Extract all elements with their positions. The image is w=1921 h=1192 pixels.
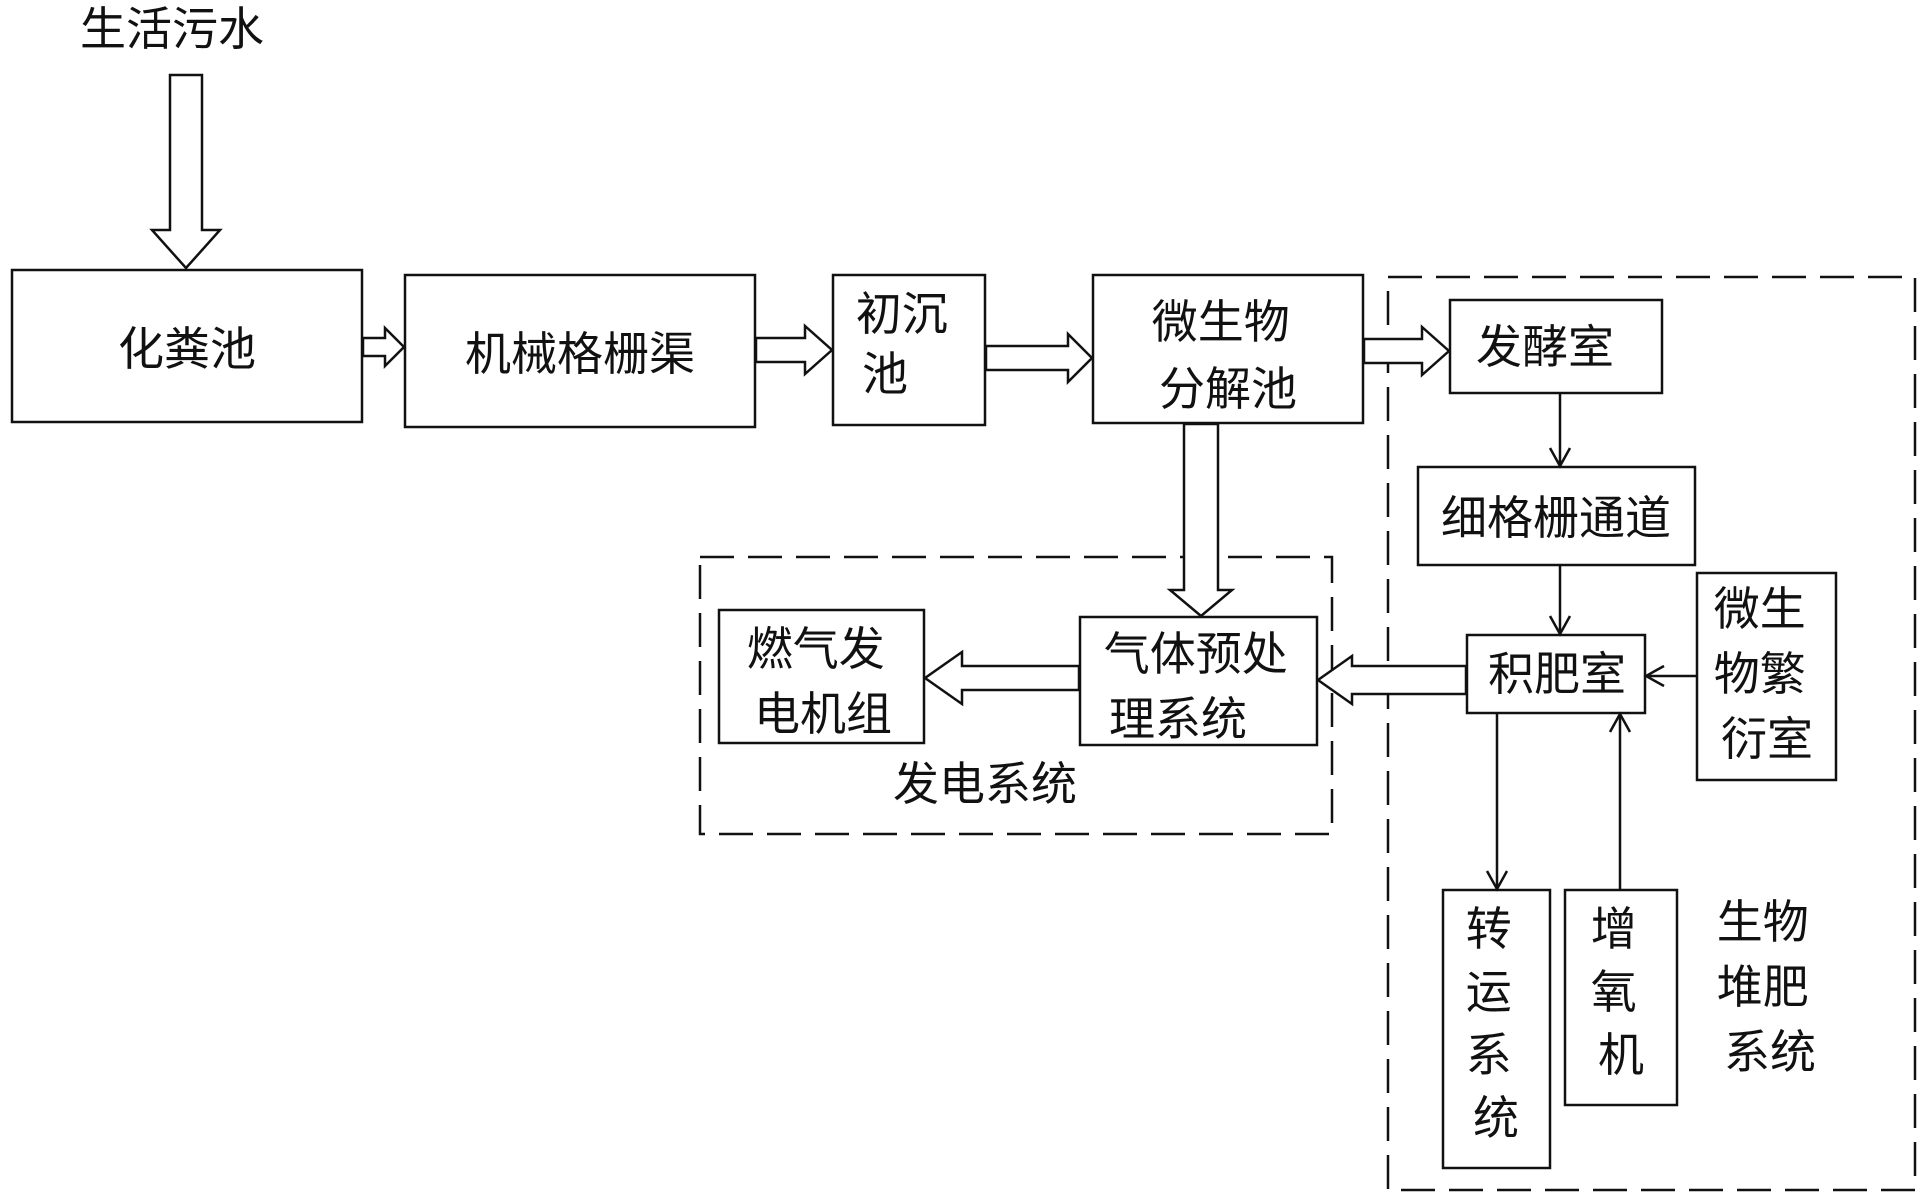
- mech-grille-box: 机械格栅渠: [403, 273, 757, 429]
- compost-system-line-2: 堆肥: [1717, 960, 1809, 1014]
- svg-text:转 运 系 统: 转 运 系 统: [1466, 902, 1527, 1145]
- ferment-room-label: 发酵室: [1476, 320, 1614, 374]
- arrow-settling-to-microbe: [984, 330, 1094, 386]
- gas-pretreat-line-1: 气体预处: [1104, 627, 1288, 681]
- arrow-microbe-to-pretreat: [1166, 422, 1236, 618]
- arrow-finegrille-to-compost: [1548, 566, 1572, 637]
- svg-text:微生物 分解池: 微生物 分解池: [1152, 295, 1305, 416]
- fine-grille-box: 细格栅通道: [1416, 465, 1697, 567]
- transport-line-2: 运: [1466, 965, 1512, 1019]
- mech-grille-label: 机械格栅渠: [465, 327, 695, 381]
- compost-system-line-3: 系统: [1724, 1025, 1816, 1079]
- svg-text:增 氧 机: 增 氧 机: [1591, 902, 1652, 1082]
- svg-text:燃气发 电机组: 燃气发 电机组: [747, 622, 900, 741]
- aerator-line-1: 增: [1591, 902, 1637, 956]
- arrow-compost-to-pretreat: [1315, 653, 1468, 707]
- transport-box: 转 运 系 统: [1441, 888, 1552, 1170]
- svg-text:气体预处 理系统: 气体预处 理系统: [1104, 627, 1303, 746]
- transport-line-1: 转: [1466, 902, 1512, 956]
- fine-grille-label: 细格栅通道: [1441, 491, 1671, 545]
- gas-generator-box: 燃气发 电机组: [717, 608, 926, 745]
- primary-settling-box: 初沉 池: [831, 273, 987, 427]
- primary-settling-line-2: 池: [862, 347, 908, 401]
- arrow-septic-to-grille: [361, 324, 406, 370]
- microbe-breed-line-1: 微生: [1714, 582, 1806, 636]
- ferment-room-box: 发酵室: [1448, 298, 1664, 395]
- aerator-line-2: 氧: [1591, 965, 1637, 1019]
- arrow-pretreat-to-generator: [922, 649, 1081, 707]
- gas-generator-line-1: 燃气发: [747, 622, 885, 676]
- septic-tank-box: 化粪池: [10, 268, 364, 424]
- svg-text:化粪池: 化粪池: [118, 322, 256, 376]
- compost-system-group: [1386, 275, 1917, 1192]
- svg-text:积肥室: 积肥室: [1488, 647, 1626, 701]
- microbe-tank-line-2: 分解池: [1159, 362, 1297, 416]
- primary-settling-line-1: 初沉: [856, 287, 948, 341]
- compost-room-label: 积肥室: [1488, 647, 1626, 701]
- aerator-box: 增 氧 机: [1563, 888, 1679, 1107]
- arrow-breed-to-compost: [1643, 664, 1696, 688]
- transport-line-4: 统: [1473, 1091, 1519, 1145]
- microbe-tank-box: 微生物 分解池: [1091, 273, 1365, 425]
- microbe-breed-box: 微生 物繁 衍室: [1695, 571, 1838, 782]
- compost-room-box: 积肥室: [1465, 633, 1647, 715]
- microbe-breed-line-2: 物繁: [1714, 647, 1806, 701]
- compost-system-line-1: 生物: [1717, 895, 1809, 949]
- svg-text:初沉 池: 初沉 池: [856, 287, 963, 401]
- aerator-line-3: 机: [1598, 1028, 1644, 1082]
- microbe-tank-line-1: 微生物: [1152, 295, 1290, 349]
- septic-tank-label: 化粪池: [118, 322, 256, 376]
- arrow-source-to-septic: [149, 73, 223, 270]
- svg-text:细格栅通道: 细格栅通道: [1441, 491, 1671, 545]
- power-system-group: [698, 555, 1334, 836]
- arrow-microbe-to-ferment: [1362, 324, 1451, 378]
- arrow-grille-to-settling: [754, 323, 834, 377]
- arrow-compost-to-transport: [1485, 714, 1509, 892]
- svg-text:生物 堆肥 系统: 生物 堆肥 系统: [1717, 895, 1824, 1079]
- gas-generator-line-2: 电机组: [754, 687, 892, 741]
- svg-text:微生 物繁 衍室: 微生 物繁 衍室: [1714, 582, 1821, 766]
- arrow-ferment-to-finegrille: [1548, 394, 1572, 469]
- svg-text:发酵室: 发酵室: [1476, 320, 1614, 374]
- arrow-aerator-to-compost: [1608, 711, 1632, 889]
- gas-pretreat-box: 气体预处 理系统: [1078, 615, 1319, 747]
- transport-line-3: 系: [1466, 1028, 1512, 1082]
- source-label: 生活污水: [80, 2, 264, 56]
- svg-text:机械格栅渠: 机械格栅渠: [465, 327, 695, 381]
- power-system-label: 发电系统: [893, 757, 1077, 811]
- microbe-breed-line-3: 衍室: [1721, 712, 1813, 766]
- gas-pretreat-line-2: 理系统: [1109, 692, 1247, 746]
